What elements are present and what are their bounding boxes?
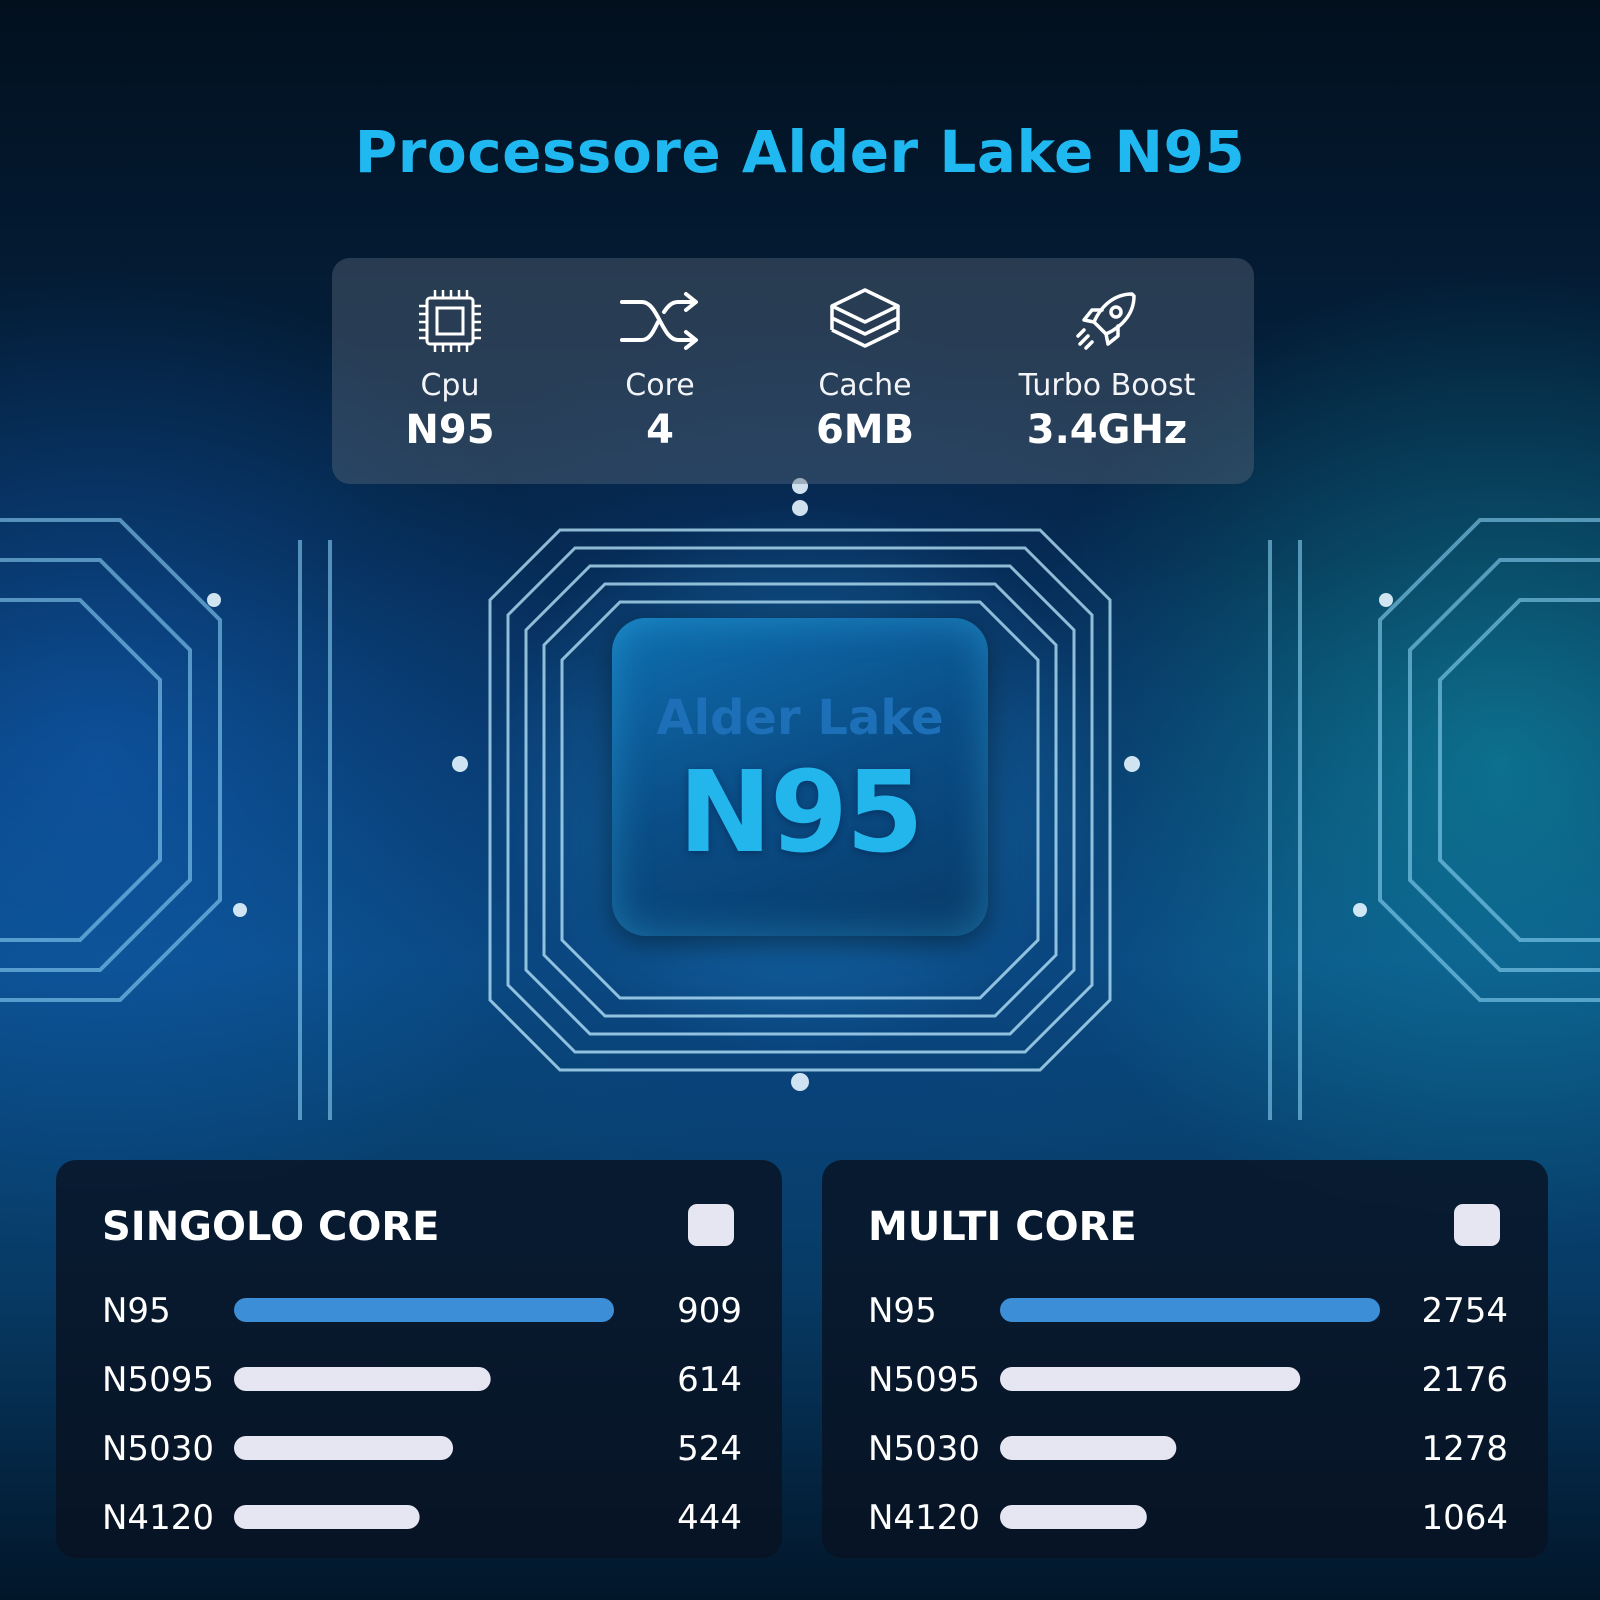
spec-label: Cache	[818, 368, 912, 403]
spec-label: Turbo Boost	[1018, 368, 1196, 403]
value-label: 2754	[1421, 1291, 1508, 1331]
spec-label: Core	[625, 368, 695, 403]
chip-model-label: N95	[678, 748, 924, 878]
value-label: 524	[677, 1429, 742, 1469]
value-label: 1278	[1421, 1429, 1508, 1469]
category-label: N4120	[102, 1498, 214, 1538]
spec-value: 6MB	[815, 407, 915, 453]
value-label: 909	[677, 1291, 742, 1331]
value-label: 2176	[1421, 1360, 1508, 1400]
value-label: 1064	[1421, 1498, 1508, 1538]
category-label: N5030	[868, 1429, 980, 1469]
category-label: N4120	[868, 1498, 980, 1538]
bar-n4120	[1000, 1505, 1147, 1529]
bar-n95	[234, 1298, 614, 1322]
spec-turbo-boost: Turbo Boost 3.4GHz	[987, 284, 1227, 453]
chart-title: SINGOLO CORE	[102, 1204, 440, 1250]
spec-value: 4	[646, 407, 674, 453]
layers-stack-icon	[745, 284, 985, 358]
spec-cache: Cache 6MB	[745, 284, 985, 453]
category-label: N5095	[868, 1360, 980, 1400]
spec-value: N95	[405, 407, 495, 453]
value-label: 614	[677, 1360, 742, 1400]
cpu-chip-icon	[330, 284, 570, 358]
bar-n4120	[234, 1505, 420, 1529]
spec-panel: Cpu N95 Core 4 Cache 6MB	[332, 258, 1254, 484]
bar-n5030	[234, 1436, 454, 1460]
category-label: N5030	[102, 1429, 214, 1469]
shuffle-arrows-icon	[540, 284, 780, 358]
chip-brand-label: Alder Lake	[656, 690, 944, 746]
page-title: Processore Alder Lake N95	[354, 118, 1246, 186]
value-label: 444	[677, 1498, 742, 1538]
bar-n5095	[1000, 1367, 1301, 1391]
category-label: N95	[868, 1291, 937, 1331]
spec-cpu: Cpu N95	[330, 284, 570, 453]
bar-n5030	[1000, 1436, 1177, 1460]
processor-chip	[612, 618, 988, 936]
category-label: N95	[102, 1291, 171, 1331]
category-label: N5095	[102, 1360, 214, 1400]
rocket-icon	[987, 284, 1227, 358]
spec-core: Core 4	[540, 284, 780, 453]
bar-n95	[1000, 1298, 1380, 1322]
spec-value: 3.4GHz	[1026, 407, 1188, 453]
bar-n5095	[234, 1367, 491, 1391]
legend-swatch	[1454, 1204, 1500, 1246]
spec-label: Cpu	[420, 368, 480, 403]
chart-title: MULTI CORE	[868, 1204, 1137, 1250]
legend-swatch	[688, 1204, 734, 1246]
